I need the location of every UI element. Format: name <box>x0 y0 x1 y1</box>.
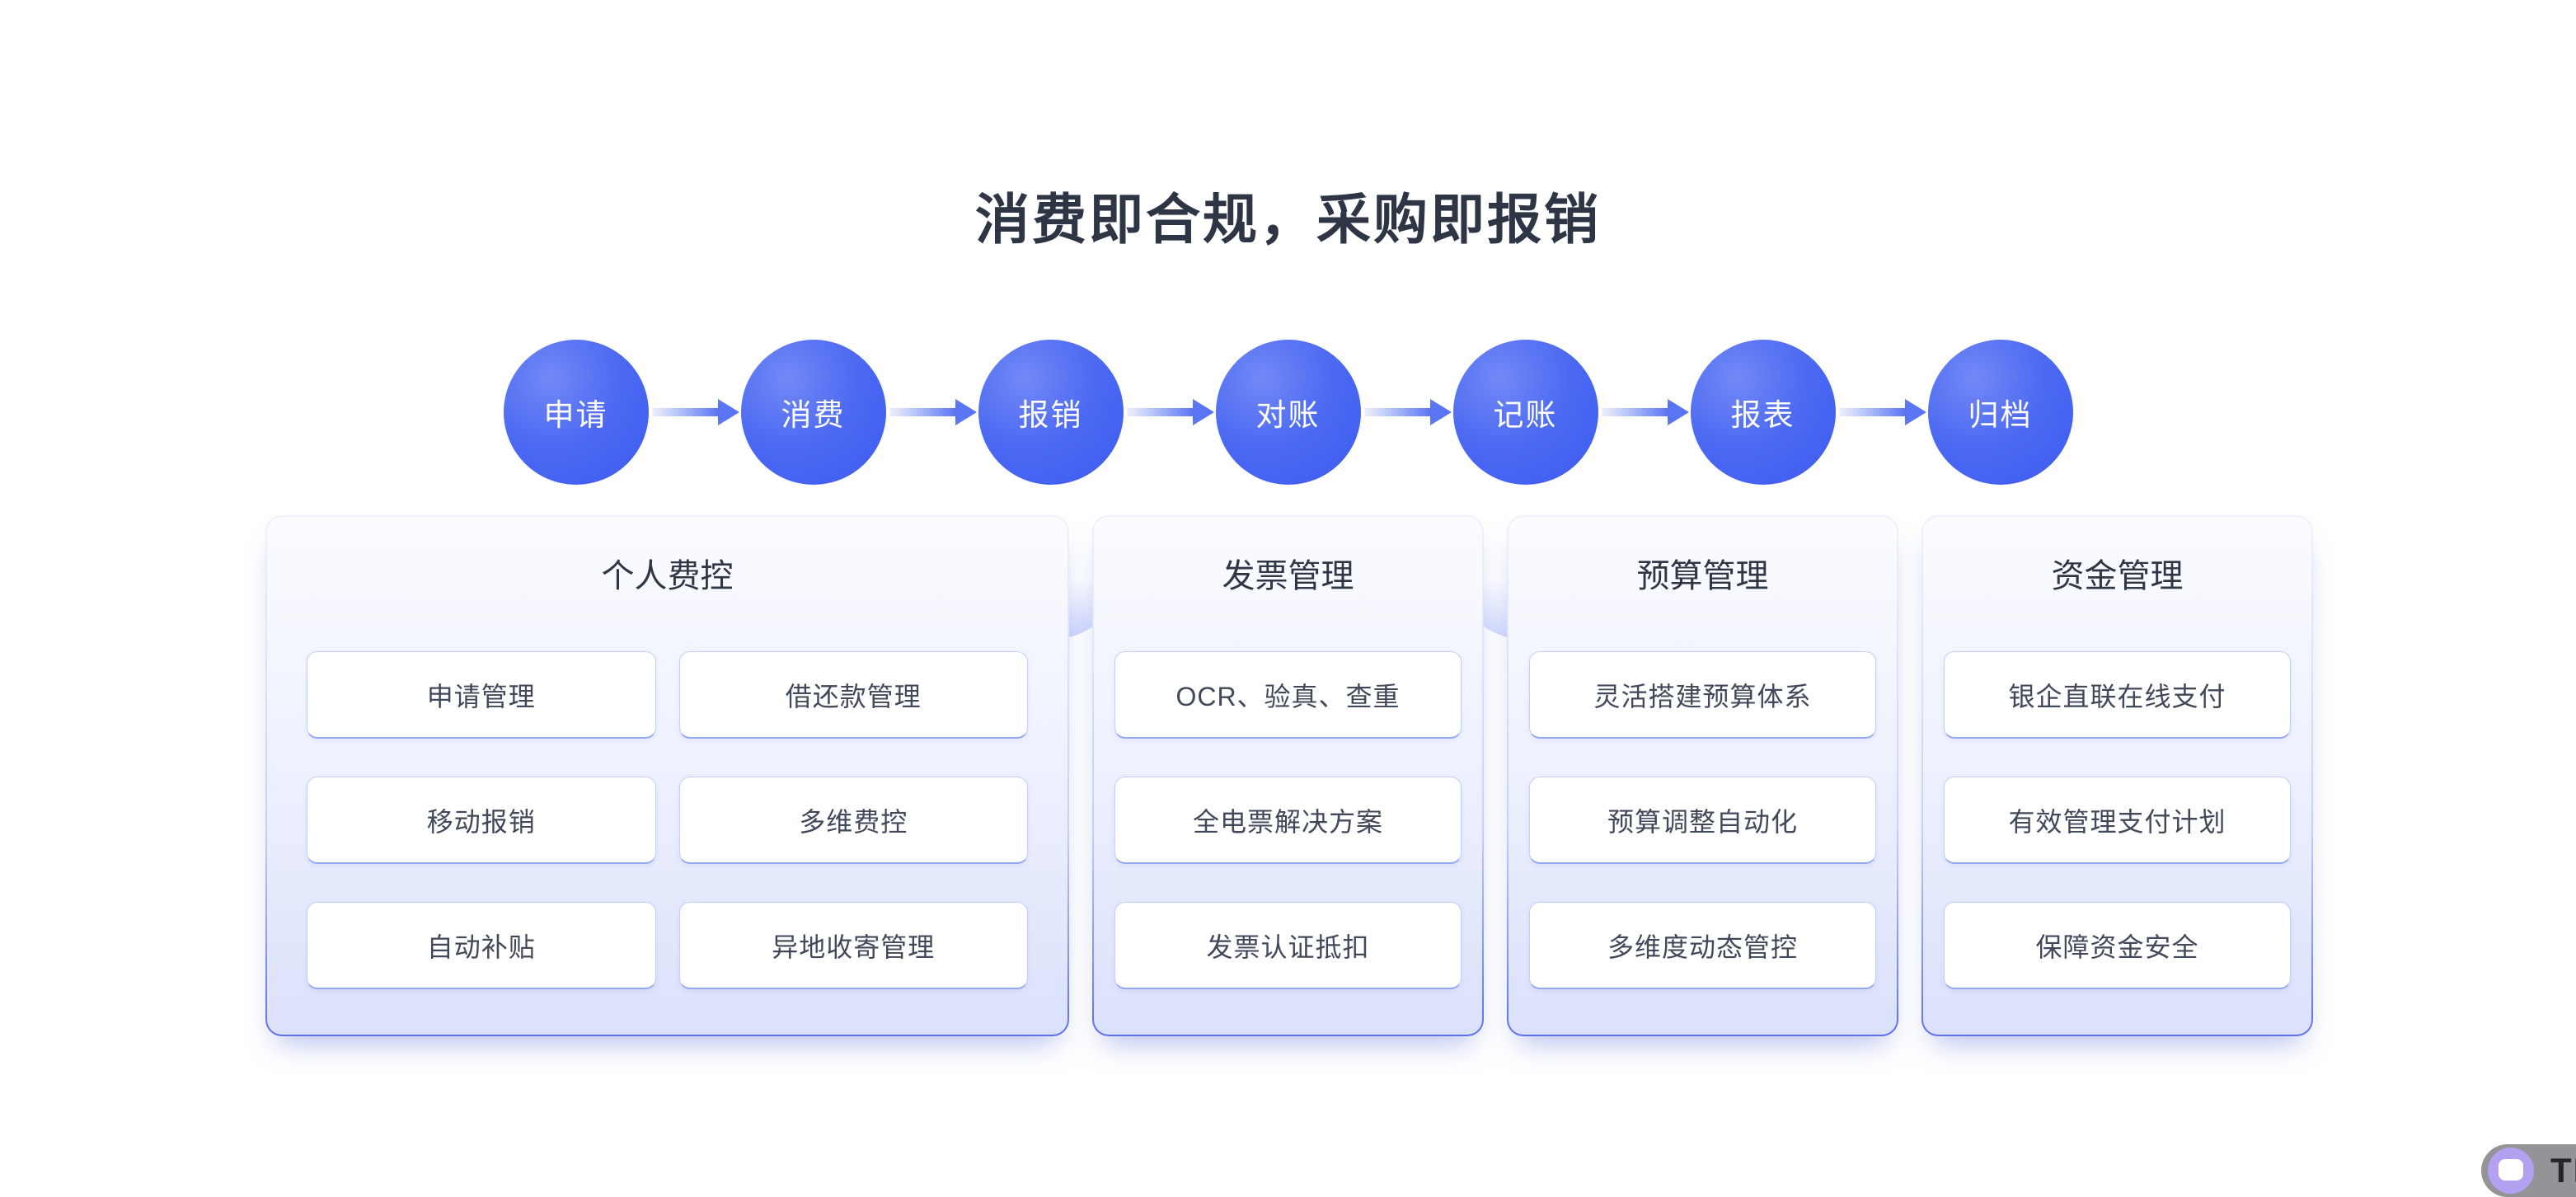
card-label: 灵活搭建预算体系 <box>1593 681 1812 711</box>
flow-arrow-icon <box>649 389 741 435</box>
feature-card: 多维费控 <box>678 777 1028 864</box>
chat-bubble-icon <box>2499 1159 2523 1181</box>
flow-arrow-icon <box>1361 389 1453 435</box>
page-title: 消费即合规，采购即报销 <box>975 189 1601 251</box>
card-label: 多维费控 <box>799 806 908 837</box>
flow-step-report: 报表 <box>1690 340 1836 485</box>
flow-step-label: 记账 <box>1493 398 1558 432</box>
panel-title: 个人费控 <box>601 558 734 594</box>
flow-step-label: 申请 <box>543 398 608 432</box>
feature-card: 申请管理 <box>307 651 656 739</box>
feature-card: 银企直联在线支付 <box>1944 651 2291 739</box>
card-label: 异地收寄管理 <box>772 932 936 962</box>
flow-step-bookkeeping: 记账 <box>1452 340 1598 485</box>
flow-arrow-icon <box>1124 389 1216 435</box>
flow-step-label: 报表 <box>1730 398 1795 432</box>
panel-title: 资金管理 <box>2051 558 2184 594</box>
card-label: 申请管理 <box>426 681 536 711</box>
flow-step-label: 归档 <box>1968 398 2033 432</box>
flow-step-archive: 归档 <box>1927 340 2073 485</box>
flow-step-reimburse: 报销 <box>978 340 1124 485</box>
card-label: 保障资金安全 <box>2035 932 2199 962</box>
feature-card: 预算调整自动化 <box>1529 777 1876 864</box>
flow-step-consume: 消费 <box>740 340 886 485</box>
process-flow: 申请 消费 报销 对账 记账 报表 归档 <box>0 340 2576 485</box>
feature-card: 自动补贴 <box>307 902 656 989</box>
flow-step-label: 消费 <box>781 398 846 432</box>
feature-card: 有效管理支付计划 <box>1944 777 2291 864</box>
feature-card: 借还款管理 <box>678 651 1028 739</box>
chat-label-fragment: TIN <box>2550 1151 2576 1190</box>
flow-step-label: 对账 <box>1255 398 1321 432</box>
card-label: 预算调整自动化 <box>1607 806 1798 837</box>
panel-title: 预算管理 <box>1636 558 1769 594</box>
card-label: 借还款管理 <box>785 681 922 711</box>
chat-avatar <box>2488 1148 2534 1194</box>
flow-step-reconcile: 对账 <box>1215 340 1361 485</box>
feature-card: 多维度动态管控 <box>1529 902 1876 989</box>
flow-arrow-icon <box>1598 389 1691 435</box>
card-label: OCR、验真、查重 <box>1175 681 1401 711</box>
feature-card: 全电票解决方案 <box>1114 777 1462 864</box>
panel-budget-management: 预算管理 灵活搭建预算体系 预算调整自动化 多维度动态管控 <box>1507 515 1898 1036</box>
card-label: 银企直联在线支付 <box>2008 681 2226 711</box>
card-label: 自动补贴 <box>426 932 536 962</box>
card-label: 全电票解决方案 <box>1192 806 1383 837</box>
panel-personal-expense-control: 个人费控 申请管理 借还款管理 移动报销 多维费控 自动补贴 异地收寄管理 <box>265 515 1069 1036</box>
card-label: 多维度动态管控 <box>1607 932 1798 962</box>
feature-card: 移动报销 <box>307 777 656 864</box>
feature-card: 灵活搭建预算体系 <box>1529 651 1876 739</box>
panel-title: 发票管理 <box>1222 558 1354 594</box>
flow-arrow-icon <box>1836 389 1928 435</box>
card-label: 发票认证抵扣 <box>1206 932 1370 962</box>
feature-card: OCR、验真、查重 <box>1114 651 1462 739</box>
feature-card: 异地收寄管理 <box>678 902 1028 989</box>
feature-card: 发票认证抵扣 <box>1114 902 1462 989</box>
flow-step-apply: 申请 <box>503 340 649 485</box>
panel-invoice-management: 发票管理 OCR、验真、查重 全电票解决方案 发票认证抵扣 <box>1092 515 1484 1036</box>
card-label: 移动报销 <box>426 806 536 837</box>
card-label: 有效管理支付计划 <box>2008 806 2226 837</box>
flow-step-label: 报销 <box>1018 398 1083 432</box>
flow-arrow-icon <box>886 389 978 435</box>
chat-widget-button[interactable]: TIN <box>2481 1144 2576 1197</box>
feature-card: 保障资金安全 <box>1944 902 2291 989</box>
panel-funds-management: 资金管理 银企直联在线支付 有效管理支付计划 保障资金安全 <box>1921 515 2313 1036</box>
